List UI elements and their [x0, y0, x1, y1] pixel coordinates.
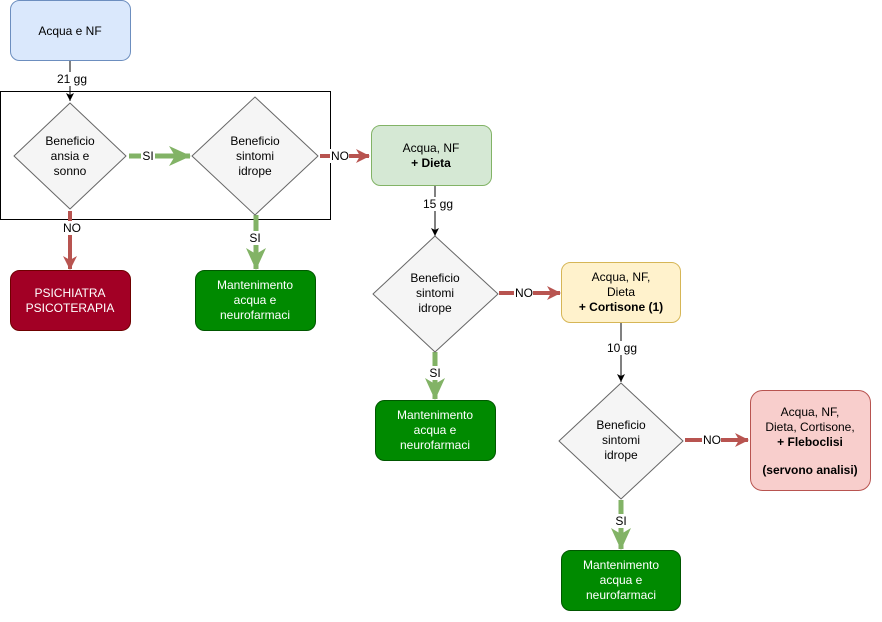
node-fleboclisi-line-5: (servono analisi) — [762, 463, 857, 477]
node-mantenimento1-line-1: Mantenimento — [217, 278, 293, 292]
node-cortisone-line-2: Dieta — [607, 285, 635, 299]
node-dieta-line-2: + Dieta — [411, 156, 451, 170]
edge-label-idrope3-si: SI — [615, 514, 626, 528]
node-psichiatra-line-1: PSICHIATRA — [34, 286, 105, 300]
node-fleboclisi-line-3: + Fleboclisi — [777, 435, 843, 449]
node-fleboclisi-line-1: Acqua, NF, — [781, 405, 840, 419]
decision-idrope1-line-2: sintomi — [236, 149, 274, 163]
decision-idrope1-line-1: Beneficio — [230, 134, 280, 148]
decision-ansia-line-1: Beneficio — [45, 134, 95, 148]
node-fleboclisi-line-2: Dieta, Cortisone, — [765, 420, 854, 434]
edge-label-ansia-si: SI — [142, 149, 153, 163]
node-mantenimento2-line-1: Mantenimento — [397, 408, 473, 422]
node-mantenimento2-line-3: neurofarmaci — [400, 438, 470, 452]
decision-idrope2-line-1: Beneficio — [410, 271, 460, 285]
edge-label-idrope1-si: SI — [249, 231, 260, 245]
node-cortisone-line-1: Acqua, NF, — [592, 270, 651, 284]
node-mantenimento3-line-2: acqua e — [600, 573, 643, 587]
node-cortisone-line-3: + Cortisone (1) — [579, 300, 663, 314]
node-cortisone[interactable]: Acqua, NF, Dieta + Cortisone (1) — [561, 262, 681, 323]
decision-idrope-3[interactable]: Beneficio sintomi idrope — [558, 382, 684, 500]
decision-idrope3-line-1: Beneficio — [596, 418, 646, 432]
node-start[interactable]: Acqua e NF — [10, 0, 131, 61]
decision-idrope3-line-2: sintomi — [602, 433, 640, 447]
edge-label-ansia-no: NO — [63, 221, 81, 235]
node-mantenimento3-line-1: Mantenimento — [583, 558, 659, 572]
decision-ansia-line-3: sonno — [54, 164, 87, 178]
node-mantenimento-3[interactable]: Mantenimento acqua e neurofarmaci — [561, 550, 681, 611]
node-mantenimento1-line-2: acqua e — [234, 293, 277, 307]
decision-idrope-1[interactable]: Beneficio sintomi idrope — [191, 96, 319, 216]
node-psichiatra[interactable]: PSICHIATRA PSICOTERAPIA — [10, 270, 131, 331]
node-dieta[interactable]: Acqua, NF + Dieta — [371, 125, 492, 186]
node-start-line-1: Acqua e NF — [38, 24, 101, 38]
edge-label-idrope3-no: NO — [703, 433, 721, 447]
edge-label-15gg: 15 gg — [423, 197, 453, 211]
node-mantenimento-2[interactable]: Mantenimento acqua e neurofarmaci — [375, 400, 496, 461]
node-psichiatra-line-2: PSICOTERAPIA — [26, 301, 115, 315]
decision-ansia-sonno[interactable]: Beneficio ansia e sonno — [13, 102, 127, 210]
decision-idrope2-line-2: sintomi — [416, 286, 454, 300]
node-fleboclisi[interactable]: Acqua, NF, Dieta, Cortisone, + Fleboclis… — [750, 390, 871, 491]
decision-idrope2-line-3: idrope — [418, 301, 452, 315]
node-mantenimento2-line-2: acqua e — [414, 423, 457, 437]
edge-label-idrope2-si: SI — [429, 366, 440, 380]
node-dieta-line-1: Acqua, NF — [403, 141, 460, 155]
node-mantenimento1-line-3: neurofarmaci — [220, 308, 290, 322]
edge-label-idrope2-no: NO — [515, 286, 533, 300]
edge-label-21gg: 21 gg — [57, 72, 87, 86]
node-mantenimento3-line-3: neurofarmaci — [586, 588, 656, 602]
decision-idrope1-line-3: idrope — [238, 164, 272, 178]
node-mantenimento-1[interactable]: Mantenimento acqua e neurofarmaci — [195, 270, 316, 331]
decision-idrope3-line-3: idrope — [604, 448, 638, 462]
edge-label-10gg: 10 gg — [607, 341, 637, 355]
edge-label-idrope1-no: NO — [331, 149, 349, 163]
decision-idrope-2[interactable]: Beneficio sintomi idrope — [372, 235, 499, 353]
decision-ansia-line-2: ansia e — [51, 149, 90, 163]
